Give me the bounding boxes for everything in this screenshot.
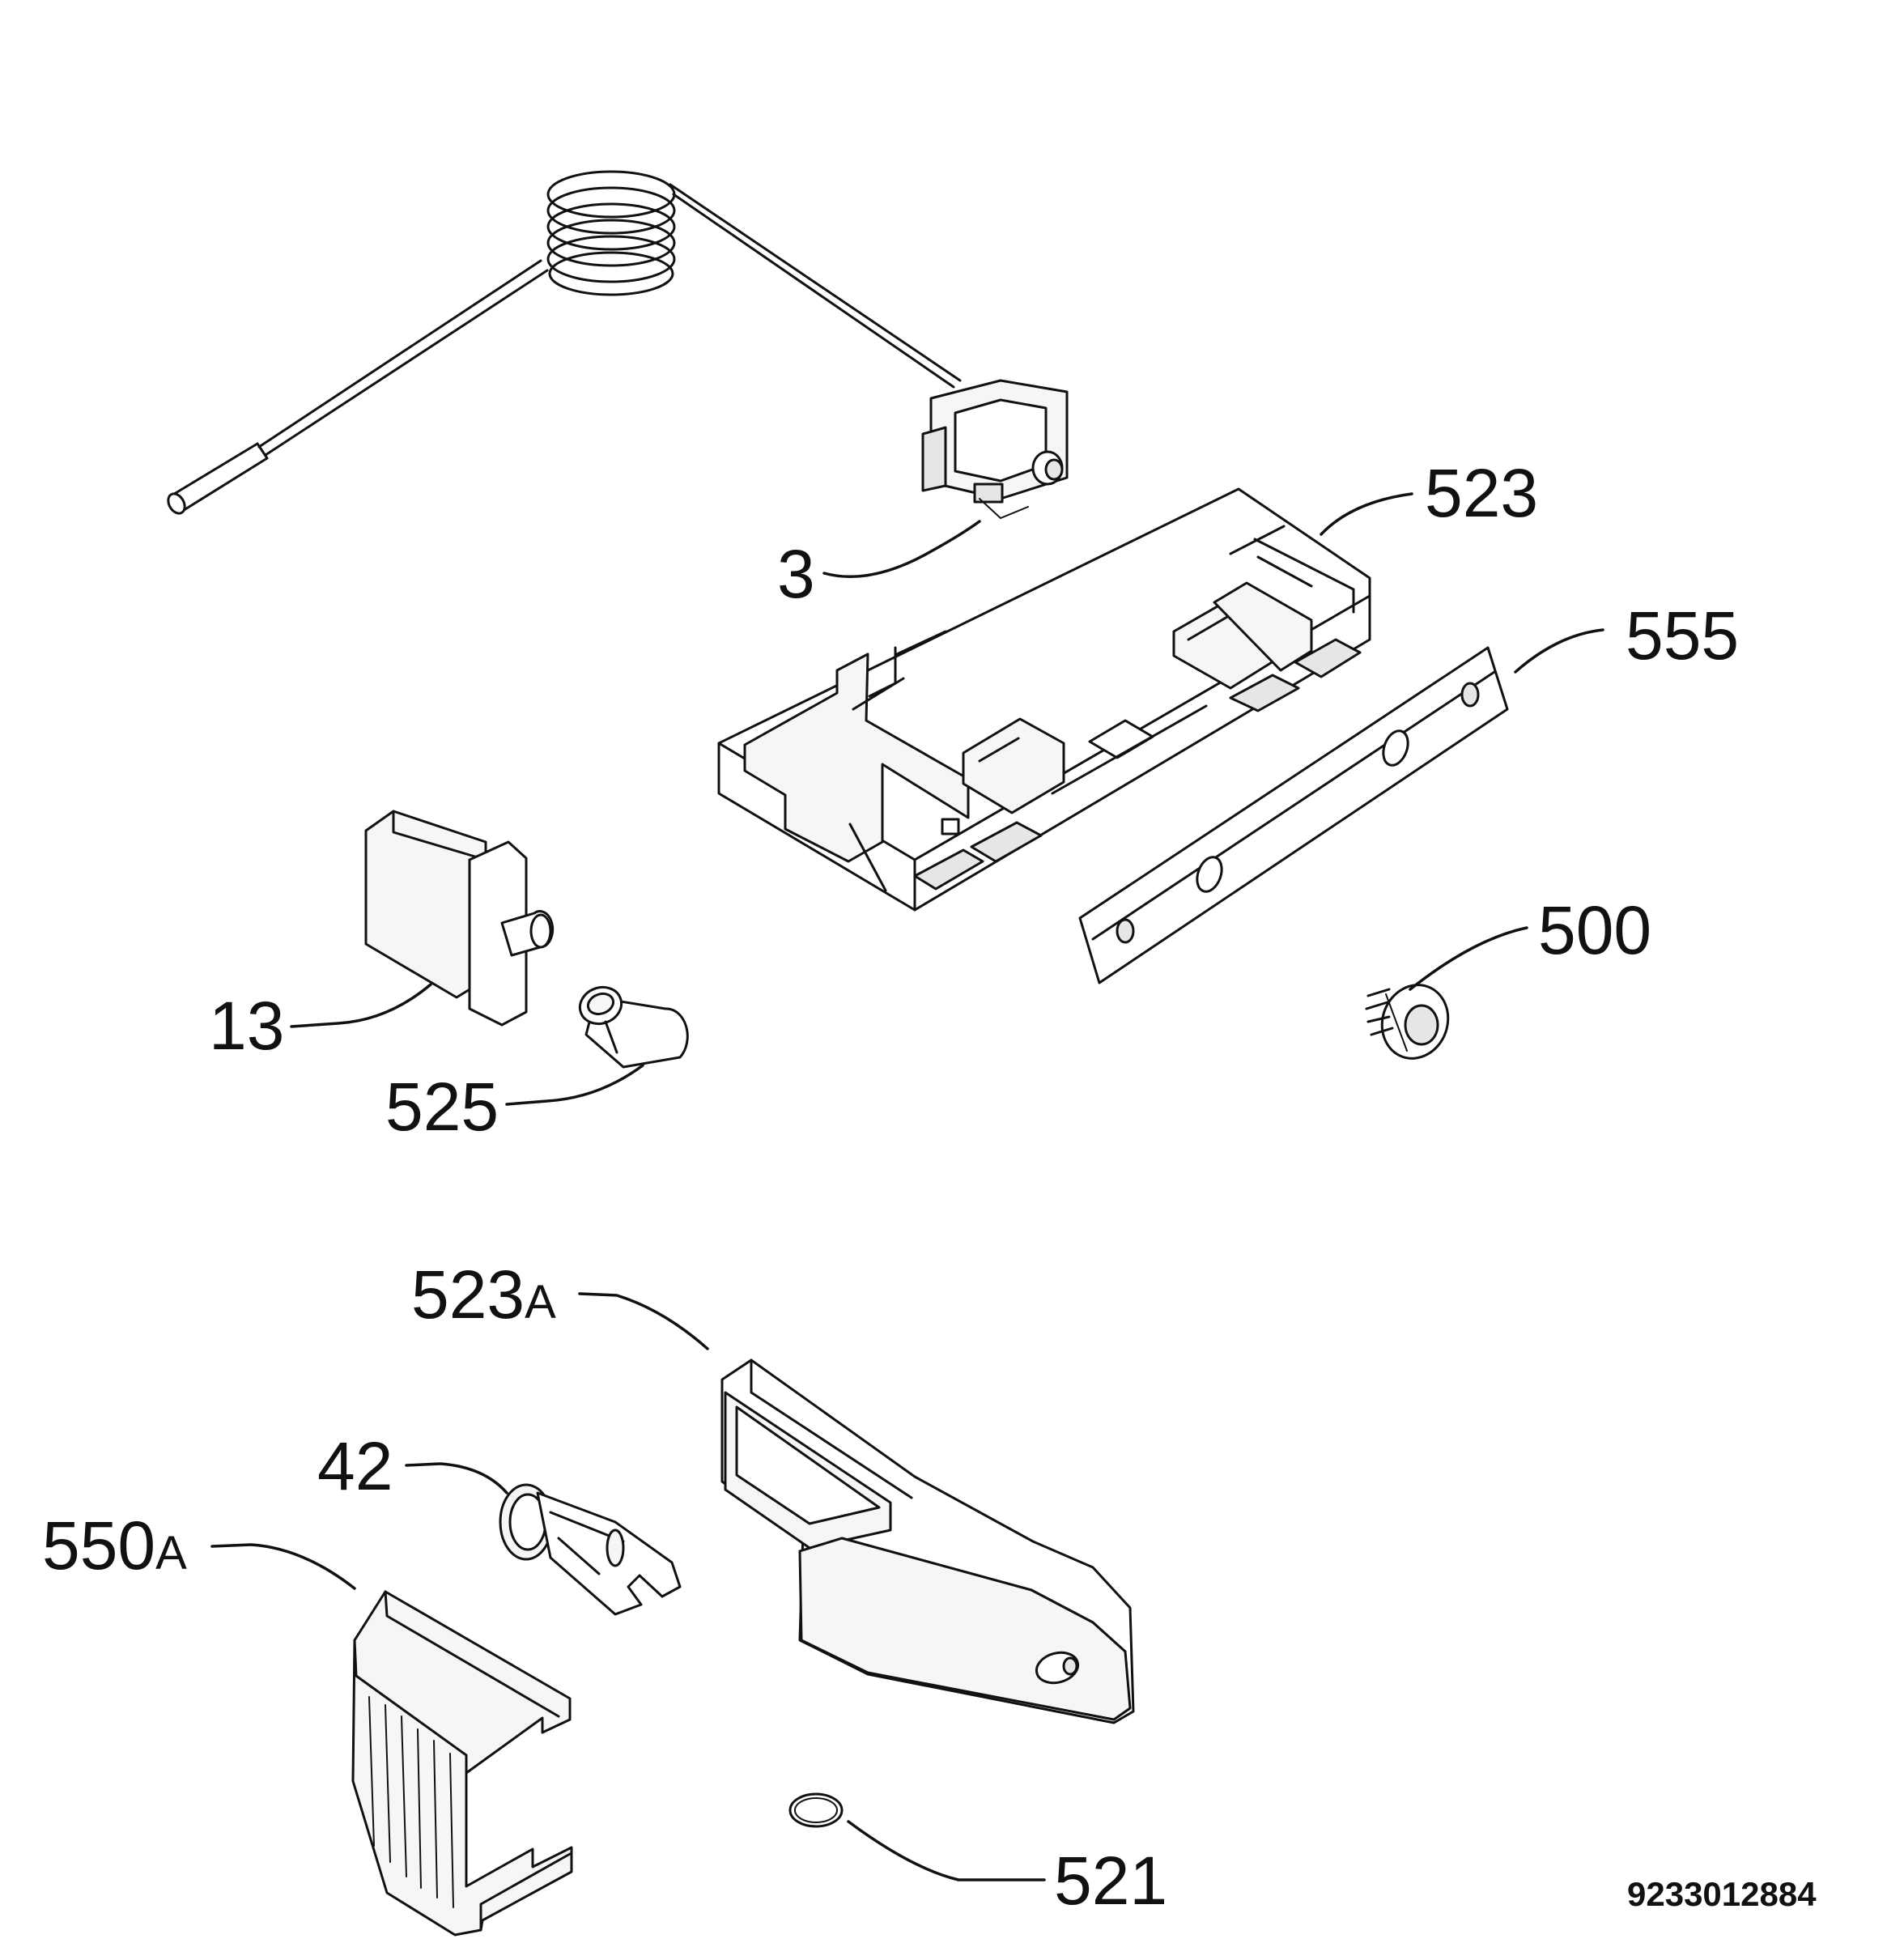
part-13-switch: [364, 810, 555, 1027]
part-523a-cover: [720, 1358, 1135, 1724]
part-555-strip: [1078, 646, 1509, 984]
leader-550a: [210, 1543, 356, 1590]
leader-523a: [578, 1292, 709, 1350]
leader-3: [822, 520, 981, 578]
callout-525: 525: [385, 1069, 499, 1145]
part-525-bulb: [578, 985, 689, 1069]
leader-42: [405, 1462, 508, 1494]
callout-3: 3: [777, 536, 815, 612]
part-3-thermostat: [167, 170, 1069, 520]
part-500-lamp-holder: [1365, 984, 1450, 1060]
leader-523: [1320, 492, 1413, 536]
leader-521: [847, 1820, 1046, 1881]
leader-lines: [210, 492, 1604, 1881]
leader-500: [1409, 926, 1528, 991]
leader-555: [1514, 628, 1604, 674]
part-521-o-ring: [788, 1792, 844, 1828]
callout-523a: 523A: [411, 1256, 556, 1333]
capillary-coil: [546, 170, 676, 296]
part-42-socket: [499, 1483, 682, 1616]
part-550a-endcap: [351, 1590, 573, 1937]
callout-500: 500: [1538, 892, 1651, 968]
callout-521: 521: [1054, 1843, 1167, 1919]
diagram-reference-number: 9233012884: [1627, 1875, 1817, 1913]
callout-555: 555: [1626, 597, 1739, 674]
callout-523: 523: [1425, 455, 1538, 531]
callout-13: 13: [209, 988, 284, 1064]
callout-550a: 550A: [42, 1507, 187, 1584]
callout-labels: 3 523 555 500 13 525 523A 42 550A 521: [42, 455, 1739, 1919]
callout-42: 42: [317, 1428, 393, 1504]
leader-13: [290, 983, 432, 1028]
part-523-housing: [717, 487, 1371, 912]
leader-525: [505, 1064, 644, 1106]
